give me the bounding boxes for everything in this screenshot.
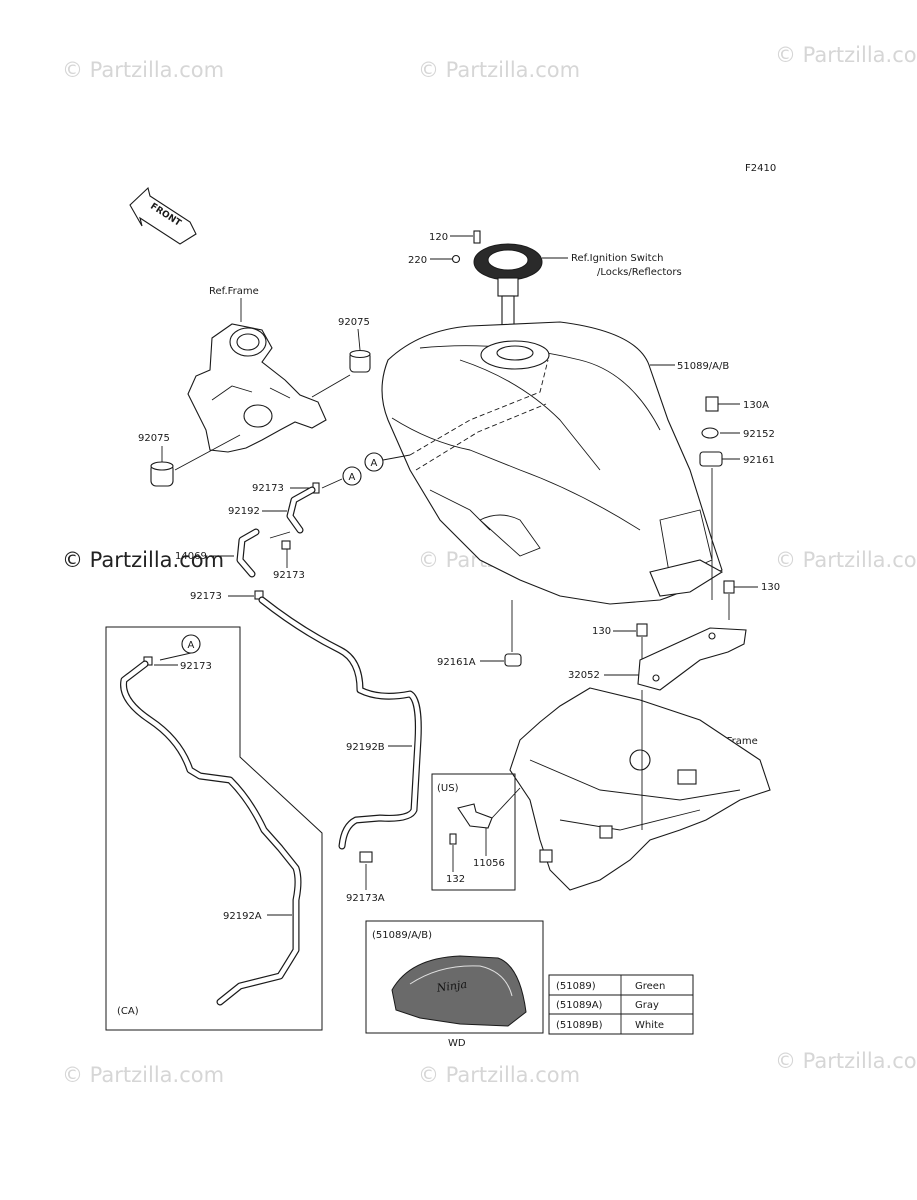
label-92075-left: 92075 bbox=[138, 433, 170, 444]
color-table-color-1: Gray bbox=[635, 1000, 659, 1011]
label-92152: 92152 bbox=[743, 429, 775, 440]
label-92192: 92192 bbox=[228, 506, 260, 517]
inset-ca: (CA) A 92173 92192A bbox=[105, 626, 323, 1031]
label-92161A: 92161A bbox=[437, 657, 476, 668]
part-32052-bracket bbox=[637, 627, 747, 691]
watermark-mid-right: © Partzilla.com bbox=[775, 548, 917, 572]
svg-text:Ninja: Ninja bbox=[435, 978, 468, 995]
part-92161 bbox=[699, 451, 723, 467]
watermark-bottom-right: © Partzilla.com bbox=[775, 1049, 917, 1073]
part-120-bolt bbox=[473, 230, 481, 244]
label-92161: 92161 bbox=[743, 455, 775, 466]
hose-92192A bbox=[120, 660, 302, 1006]
part-130-right-bolt bbox=[723, 580, 735, 594]
color-table-part-1: (51089A) bbox=[556, 1000, 603, 1011]
callout-A-2: A bbox=[364, 452, 384, 472]
label-130-right: 130 bbox=[761, 582, 780, 593]
part-92173-b-clip bbox=[281, 540, 291, 550]
part-92075-top bbox=[349, 349, 371, 373]
part-92161A bbox=[504, 653, 522, 667]
part-130-mid-bolt bbox=[636, 623, 648, 637]
callout-A-1: A bbox=[342, 466, 362, 486]
diagram-code: F2410 bbox=[745, 163, 776, 174]
watermark-top-right: © Partzilla.com bbox=[775, 43, 917, 67]
watermark-bottom-center: © Partzilla.com bbox=[418, 1063, 580, 1087]
label-132: 132 bbox=[446, 874, 465, 885]
part-220-screw bbox=[451, 254, 461, 264]
label-92075-top: 92075 bbox=[338, 317, 370, 328]
frame-lower-part bbox=[509, 687, 771, 891]
part-14069-elbow bbox=[236, 528, 260, 578]
inset-us-label: (US) bbox=[437, 783, 459, 794]
front-arrow-icon: FRONT bbox=[129, 186, 197, 245]
color-table: (51089) Green (51089A) Gray (51089B) Whi… bbox=[548, 974, 694, 1035]
inset-tank-caption: WD bbox=[448, 1038, 466, 1049]
label-92173-ca: 92173 bbox=[180, 661, 212, 672]
inset-ca-label: (CA) bbox=[117, 1006, 139, 1017]
ref-frame-top-label: Ref.Frame bbox=[209, 286, 259, 297]
color-table-part-0: (51089) bbox=[556, 981, 596, 992]
svg-text:A: A bbox=[349, 472, 356, 483]
part-92152 bbox=[701, 427, 719, 439]
watermark-mid-left: © Partzilla.com bbox=[62, 548, 224, 572]
inset-us: (US) 132 11056 bbox=[431, 773, 521, 891]
label-92173-b: 92173 bbox=[273, 570, 305, 581]
label-120: 120 bbox=[429, 232, 448, 243]
inset-tank-label: (51089/A/B) bbox=[372, 930, 432, 941]
inset-tank: (51089/A/B) Ninja WD bbox=[365, 920, 544, 1049]
color-table-color-0: Green bbox=[635, 981, 665, 992]
watermark-top-left: © Partzilla.com bbox=[62, 58, 224, 82]
ref-ignition-line1: Ref.Ignition Switch bbox=[571, 253, 663, 264]
label-92192A: 92192A bbox=[223, 911, 262, 922]
frame-head-part bbox=[187, 323, 327, 453]
label-220: 220 bbox=[408, 255, 427, 266]
ref-ignition-line2: /Locks/Reflectors bbox=[597, 267, 682, 278]
color-table-part-2: (51089B) bbox=[556, 1020, 603, 1031]
label-51089: 51089/A/B bbox=[677, 361, 729, 372]
label-130A: 130A bbox=[743, 400, 769, 411]
part-132-bolt bbox=[449, 833, 457, 845]
tank-hose-route bbox=[409, 359, 549, 456]
tank-thumbnail: Ninja bbox=[391, 955, 527, 1027]
part-92075-left bbox=[150, 461, 174, 487]
label-14069: 14069 bbox=[175, 551, 207, 562]
label-32052: 32052 bbox=[568, 670, 600, 681]
watermark-top-center: © Partzilla.com bbox=[418, 58, 580, 82]
label-11056: 11056 bbox=[473, 858, 505, 869]
svg-text:A: A bbox=[371, 458, 378, 469]
hose-92192 bbox=[286, 486, 316, 534]
label-92173-c: 92173 bbox=[190, 591, 222, 602]
svg-text:A: A bbox=[188, 640, 195, 651]
label-92173A: 92173A bbox=[346, 893, 385, 904]
label-92192B: 92192B bbox=[346, 742, 385, 753]
label-92173-a: 92173 bbox=[252, 483, 284, 494]
part-130A-bolt bbox=[705, 396, 719, 412]
part-92173A bbox=[359, 851, 373, 863]
watermark-bottom-left: © Partzilla.com bbox=[62, 1063, 224, 1087]
callout-A-3: A bbox=[181, 634, 201, 654]
tank-hose-route-2 bbox=[415, 403, 547, 471]
hose-92192B bbox=[258, 596, 422, 850]
label-130-mid: 130 bbox=[592, 626, 611, 637]
color-table-color-2: White bbox=[635, 1020, 664, 1031]
